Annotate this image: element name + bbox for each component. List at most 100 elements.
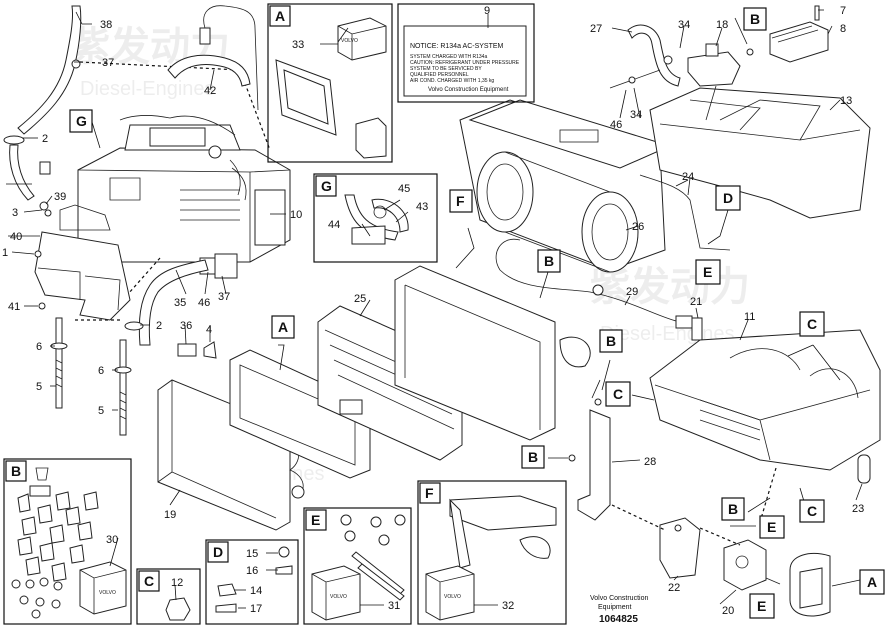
callout-44: 44: [328, 219, 340, 231]
notice-line-4: QUALIFIED PERSONNEL: [410, 72, 469, 78]
header-g: G: [315, 175, 337, 197]
callout-23: 23: [852, 503, 864, 515]
flag-a-main-2: A: [859, 569, 885, 595]
footer-line-1: Volvo Construction: [590, 595, 648, 602]
callout-27: 27: [590, 23, 602, 35]
hvac-unit: [59, 115, 291, 279]
callout-37b: 37: [218, 291, 230, 303]
flag-c-main-3: C: [799, 499, 825, 523]
nut-3: [44, 209, 52, 217]
callout-4: 4: [206, 324, 212, 336]
box-30-brand: VOLVO: [99, 590, 116, 596]
detail-box-b: [3, 458, 132, 625]
callout-31: 31: [388, 600, 400, 612]
callout-9: 9: [484, 5, 490, 17]
callout-21: 21: [690, 296, 702, 308]
callout-15: 15: [246, 548, 258, 560]
screw-b-28: [568, 454, 576, 462]
dashed-leads-right: [611, 467, 777, 546]
volvo-box-33: VOLVO: [337, 17, 387, 61]
flag-b-main-2: B: [599, 329, 623, 353]
callout-2b: 2: [156, 320, 162, 332]
screw-set-e: [340, 514, 406, 601]
notice-line-5: AIR COND. CHARGED WITH 1,35 kg: [410, 78, 494, 84]
callout-36: 36: [180, 320, 192, 332]
header-b-text: B: [11, 463, 21, 479]
callout-22: 22: [668, 582, 680, 594]
callout-26: 26: [632, 221, 644, 233]
clip-16: [275, 565, 293, 575]
clip-17: [215, 603, 237, 613]
grommet-12: [165, 597, 191, 621]
detail-box-g: [313, 173, 438, 263]
hose-38: [17, 5, 82, 135]
header-f-text: F: [425, 485, 434, 501]
screw-41: [38, 302, 46, 310]
callout-46a: 46: [198, 297, 210, 309]
callout-17: 17: [250, 603, 262, 615]
callout-45: 45: [398, 183, 410, 195]
flag-e-main: E: [695, 259, 721, 285]
seal-a-bottom: [789, 553, 831, 617]
callout-3: 3: [12, 207, 18, 219]
flag-g-main-text: G: [76, 113, 87, 129]
callout-35: 35: [174, 297, 186, 309]
callout-43: 43: [416, 201, 428, 213]
volvo-box-30: VOLVO: [79, 561, 127, 615]
filter-frame: [229, 349, 371, 479]
notice-label: NOTICE: R134a AC-SYSTEM SYSTEM CHARGED W…: [403, 25, 527, 97]
volvo-box-31: VOLVO: [311, 565, 361, 621]
frame-f: [394, 265, 591, 441]
detail-box-e: [303, 507, 412, 625]
callout-38: 38: [100, 19, 112, 31]
screw-1: [34, 250, 42, 258]
header-d: D: [207, 541, 229, 563]
flag-c-main-1: C: [799, 311, 825, 337]
callout-6a: 6: [36, 341, 42, 353]
notice-line-1: SYSTEM CHARGED WITH R134a: [410, 54, 487, 60]
bracket-21: [691, 317, 703, 341]
grommet-29: [592, 284, 604, 296]
cable-29: [495, 238, 681, 323]
notice-brand: Volvo Construction Equipment: [428, 87, 509, 93]
callout-1: 1: [2, 247, 8, 259]
footer-doc-number: 1064825: [599, 614, 638, 625]
cable-top: [203, 5, 259, 111]
volvo-box-32: VOLVO: [425, 565, 475, 621]
notice-box: [397, 3, 535, 103]
valve-4: [203, 341, 217, 359]
watermark-text-2: 紫发动力: [590, 265, 750, 309]
callout-8: 8: [840, 23, 846, 35]
flag-c-main-3-text: C: [807, 503, 817, 519]
header-f: F: [419, 482, 441, 504]
clamp-34: [663, 55, 673, 65]
flag-b-main-3-text: B: [528, 449, 538, 465]
flag-e-main-3: E: [749, 593, 775, 619]
header-b: B: [5, 460, 27, 482]
dashed-lead-top: [79, 61, 271, 151]
fitting-34: [628, 76, 636, 84]
flag-f-main-text: F: [456, 193, 465, 209]
flag-b-main-4: B: [721, 497, 745, 521]
hose-lower-left: [9, 144, 35, 201]
flag-a-main-text: A: [278, 319, 288, 335]
header-a: A: [269, 5, 291, 27]
header-c-text: C: [144, 573, 154, 589]
flag-b-top-text: B: [750, 11, 760, 27]
callout-16: 16: [246, 565, 258, 577]
bracket-28: [577, 398, 611, 521]
nut-14: [217, 583, 237, 597]
callout-5a: 5: [36, 381, 42, 393]
notice-line-3: SYSTEM TO BE SERVICED BY: [410, 66, 482, 72]
box-31-brand: VOLVO: [330, 594, 347, 600]
callout-32: 32: [502, 600, 514, 612]
callout-37a: 37: [102, 57, 114, 69]
flag-a-main: A: [271, 315, 295, 339]
stud-right: [114, 339, 132, 436]
flag-c-main-1-text: C: [807, 316, 817, 332]
callout-46b: 46: [610, 119, 622, 131]
callout-24: 24: [682, 171, 694, 183]
bracket-22: [659, 517, 701, 579]
callout-13: 13: [840, 95, 852, 107]
box-33-brand: VOLVO: [341, 38, 358, 44]
